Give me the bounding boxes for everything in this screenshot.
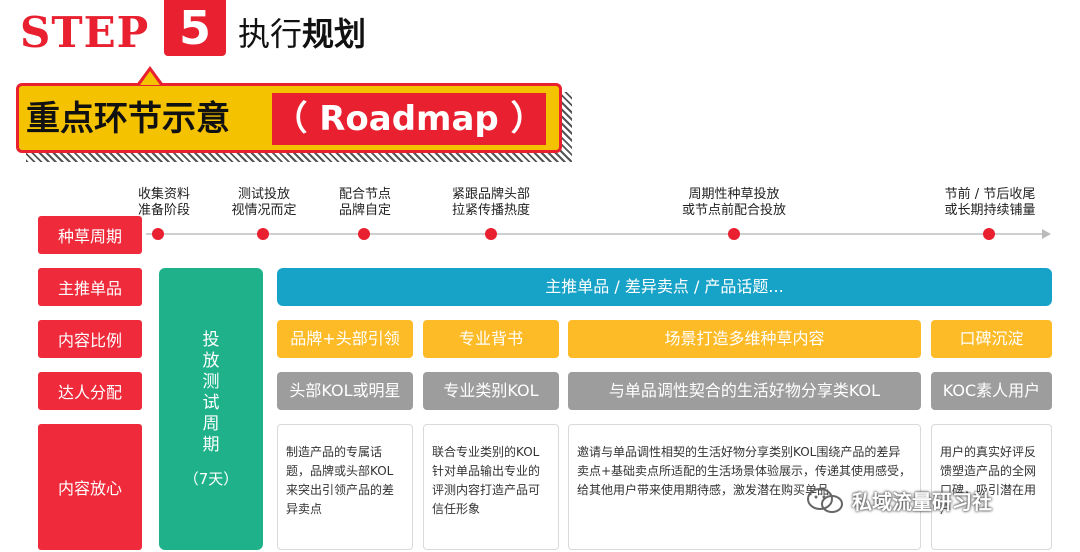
test-period-days: （7天） — [183, 470, 239, 488]
detail-box: 邀请与单品调性相契的生活好物分享类别KOL围绕产品的差异卖点+基础卖点所适配的生… — [568, 424, 921, 550]
detail-box: 用户的真实好评反馈塑造产品的全网口碑，吸引潜在用户 — [931, 424, 1052, 550]
row-label-cycle: 种草周期 — [38, 216, 142, 254]
timeline-label: 节前 / 节后收尾或长期持续铺量 — [944, 187, 1036, 218]
talent-box: KOC素人用户 — [931, 372, 1052, 410]
talent-box: 与单品调性契合的生活好物分享类KOL — [568, 372, 921, 410]
step-number-badge: 5 — [164, 0, 226, 56]
timeline-label: 收集资料准备阶段 — [137, 187, 190, 218]
timeline-dot — [257, 228, 269, 240]
timeline-dot — [728, 228, 740, 240]
ratio-box: 品牌+头部引领 — [277, 320, 413, 358]
detail-box: 联合专业类别的KOL针对单品输出专业的评测内容打造产品可信任形象 — [423, 424, 559, 550]
banner-roadmap-label: （ Roadmap ） — [272, 93, 546, 145]
timeline-label: 周期性种草投放或节点前配合投放 — [681, 187, 786, 218]
main-product-bar: 主推单品 / 差异卖点 / 产品话题... — [277, 268, 1052, 306]
timeline-label: 配合节点品牌自定 — [338, 187, 391, 218]
row-label-content: 内容放心 — [38, 424, 142, 550]
timeline-dot — [485, 228, 497, 240]
timeline-dot — [983, 228, 995, 240]
row-label-talent: 达人分配 — [38, 372, 142, 410]
timeline-arrow — [1042, 229, 1051, 239]
row-label-ratio: 内容比例 — [38, 320, 142, 358]
step-title-plain: 执行 — [238, 15, 303, 53]
timeline-dot — [358, 228, 370, 240]
test-period-title: 投 放 测 试 周 期 — [202, 330, 220, 455]
ratio-box: 场景打造多维种草内容 — [568, 320, 921, 358]
banner-title: 重点环节示意 — [26, 99, 230, 139]
step-label: STEP — [20, 8, 150, 57]
step-title-bold: 规划 — [302, 15, 367, 53]
detail-box: 制造产品的专属话题，品牌或头部KOL来突出引领产品的差异卖点 — [277, 424, 413, 550]
ratio-box: 专业背书 — [423, 320, 559, 358]
banner-pointer-inner — [140, 71, 160, 85]
watermark-text: 私域流量研习社 — [852, 490, 992, 514]
talent-box: 头部KOL或明星 — [277, 372, 413, 410]
step-title: 执行规划 — [238, 12, 366, 56]
test-period-block — [159, 268, 263, 550]
timeline-label: 测试投放视情况而定 — [231, 187, 297, 218]
timeline-line — [146, 233, 1044, 235]
ratio-box: 口碑沉淀 — [931, 320, 1052, 358]
row-label-product: 主推单品 — [38, 268, 142, 306]
timeline-dot — [152, 228, 164, 240]
talent-box: 专业类别KOL — [423, 372, 559, 410]
timeline-label: 紧跟品牌头部拉紧传播热度 — [451, 187, 530, 218]
wechat-icon — [807, 488, 843, 513]
